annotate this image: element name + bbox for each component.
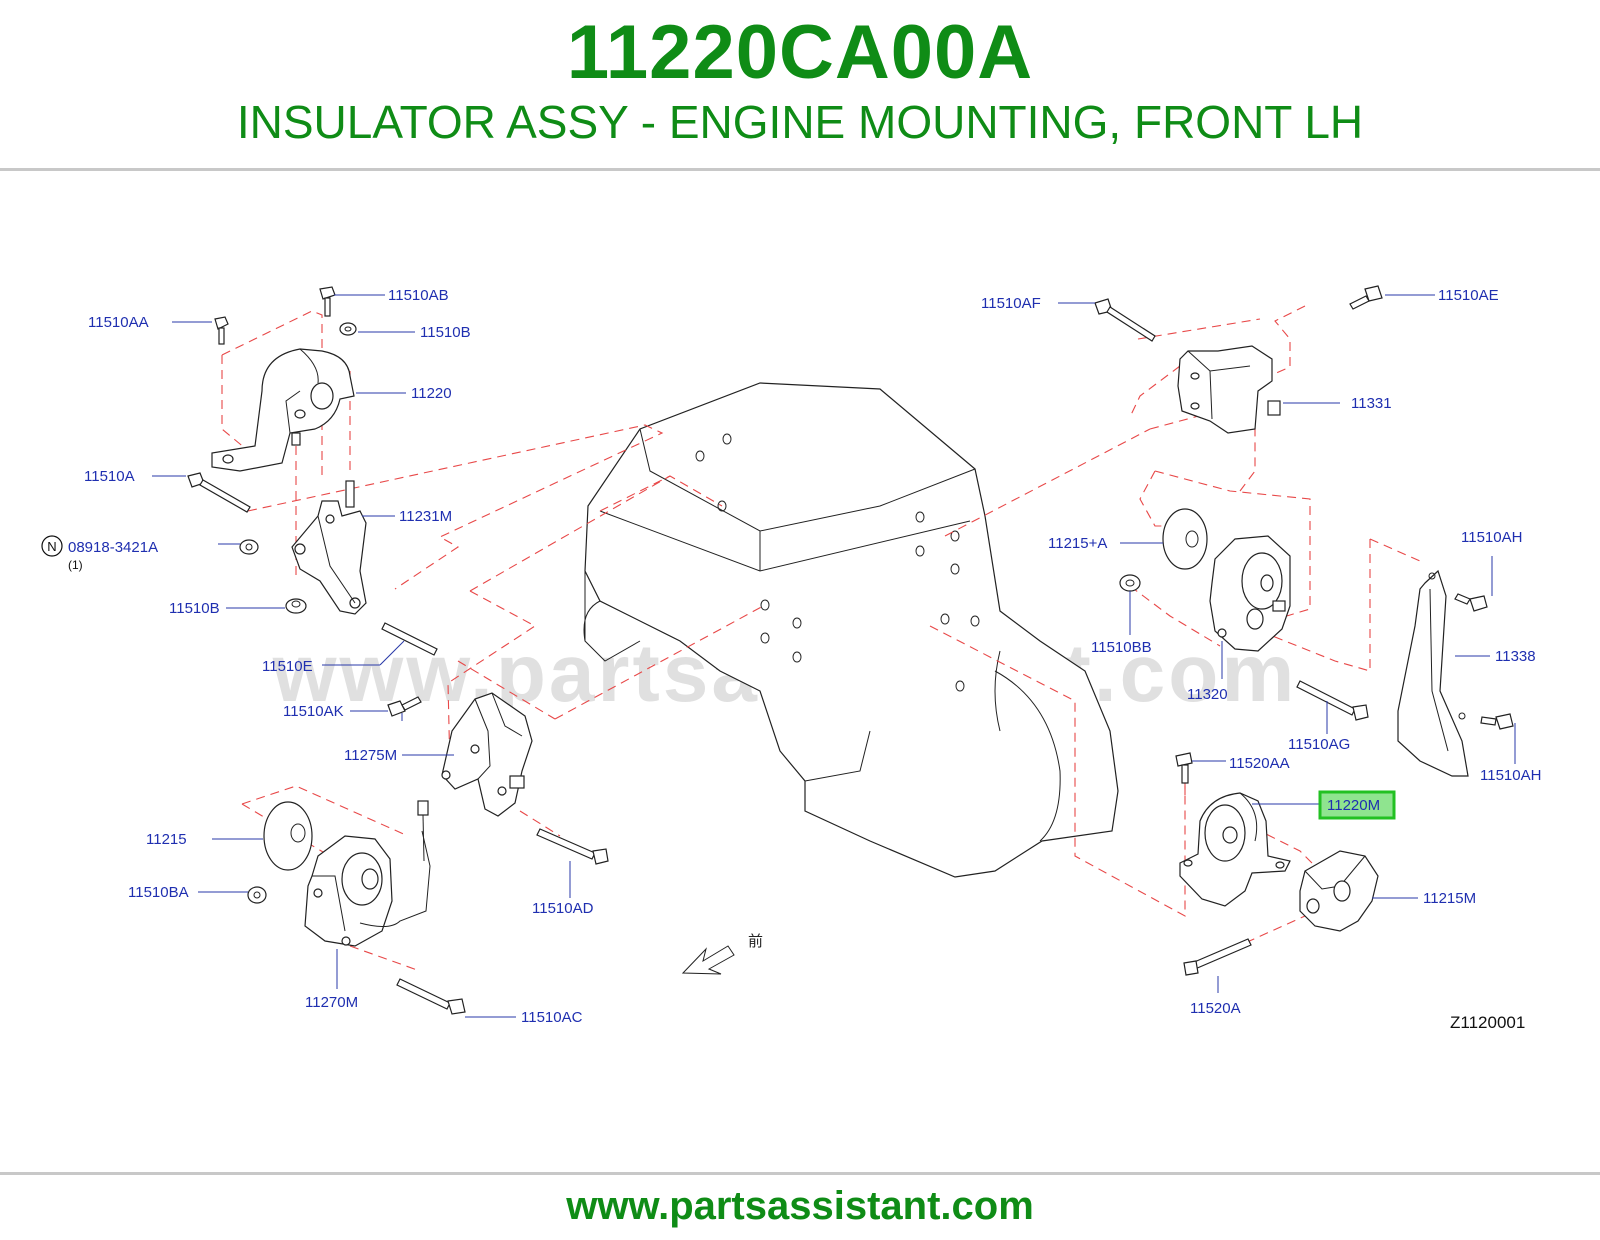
washer-11215-drawing	[263, 801, 313, 871]
front-direction-arrow: 前	[681, 933, 763, 975]
callout-11510ba[interactable]: 11510BA	[128, 884, 189, 901]
callout-labels: 11510AA 11510AB 11510B 11220 11510A 1123…	[41, 287, 1541, 1026]
bolt-11510a-drawing	[187, 472, 251, 513]
callout-leader-lines	[152, 294, 1516, 1018]
bolt-11510af-drawing	[1094, 298, 1156, 342]
bolt-11510ah-bottom-drawing	[1480, 713, 1514, 730]
bolt-11510ad-drawing	[536, 828, 609, 865]
footer-divider	[0, 1172, 1600, 1175]
callout-11220[interactable]: 11220	[411, 385, 452, 402]
callout-11331[interactable]: 11331	[1351, 395, 1392, 412]
callout-11320[interactable]: 11320	[1187, 686, 1228, 703]
parts-diagram-svg: www.partsassistant.com	[41, 285, 1541, 1032]
callout-11275m[interactable]: 11275M	[344, 747, 397, 764]
insulator-11270m-drawing	[304, 800, 431, 947]
callout-11215[interactable]: 11215	[146, 831, 187, 848]
callout-11231m[interactable]: 11231M	[399, 508, 452, 525]
callout-11338[interactable]: 11338	[1495, 648, 1536, 665]
bolt-11510ab-drawing	[319, 286, 336, 317]
highlighted-callout-box	[1318, 790, 1396, 820]
bracket-11275m-drawing	[441, 692, 533, 817]
bolt-11510ak-drawing	[387, 696, 422, 717]
washer-11215-a-drawing	[1162, 508, 1208, 570]
callout-11510ae[interactable]: 11510AE	[1438, 287, 1499, 304]
insulator-11220-drawing	[211, 348, 355, 472]
bolt-11510ac-drawing	[396, 978, 466, 1015]
bolt-11520aa-drawing	[1175, 752, 1193, 784]
bracket-11231m-drawing	[291, 480, 367, 615]
callout-11510ak[interactable]: 11510AK	[283, 703, 344, 720]
callout-11510aa[interactable]: 11510AA	[88, 314, 149, 331]
callout-11510b-top[interactable]: 11510B	[420, 324, 471, 341]
callout-11510bb[interactable]: 11510BB	[1091, 639, 1152, 656]
bolt-11510ae-drawing	[1349, 285, 1383, 310]
callout-11520a[interactable]: 11520A	[1190, 1000, 1241, 1017]
part-description: INSULATOR ASSY - ENGINE MOUNTING, FRONT …	[236, 96, 1364, 148]
cover-11338-drawing	[1397, 569, 1469, 777]
callout-11510ac[interactable]: 11510AC	[521, 1009, 583, 1026]
part-number-title: 11220CA00A	[566, 10, 1034, 95]
callout-11510e[interactable]: 11510E	[262, 658, 313, 675]
notice-circle-icon	[41, 535, 63, 557]
callout-11510ab[interactable]: 11510AB	[388, 287, 449, 304]
callout-11510ah-top[interactable]: 11510AH	[1461, 529, 1522, 546]
insulator-11320-drawing	[1209, 535, 1291, 652]
nut-11510b-top-drawing	[339, 322, 357, 336]
page-header: 11220CA00A INSULATOR ASSY - ENGINE MOUNT…	[0, 0, 1600, 168]
callout-11510a[interactable]: 11510A	[84, 468, 135, 485]
nut-08918-3421a-drawing	[239, 539, 259, 555]
engine-block-drawing	[583, 382, 1119, 878]
nut-11510bb-drawing	[1119, 574, 1141, 592]
callout-11510af[interactable]: 11510AF	[981, 295, 1041, 312]
callout-11220m-highlighted[interactable]: 11220M	[1327, 797, 1380, 814]
callout-11215-a[interactable]: 11215+A	[1048, 535, 1107, 552]
callout-11215m[interactable]: 11215M	[1423, 890, 1476, 907]
callout-11510ah-bottom[interactable]: 11510AH	[1480, 767, 1541, 784]
insulator-11220m-drawing	[1179, 792, 1291, 907]
notice-qty: (1)	[68, 558, 83, 572]
bolt-11510ah-top-drawing	[1454, 593, 1488, 612]
nut-11510b-lower-drawing	[285, 598, 307, 614]
bracket-11215m-drawing	[1299, 850, 1379, 932]
header-divider	[0, 168, 1600, 171]
footer-url[interactable]: www.partsassistant.com	[566, 1184, 1034, 1228]
bolt-11510aa-drawing	[214, 316, 229, 345]
callout-11510ad[interactable]: 11510AD	[532, 900, 594, 917]
bracket-11331-drawing	[1177, 345, 1281, 434]
bolt-11520a-drawing	[1183, 938, 1252, 976]
callout-11510b-lower[interactable]: 11510B	[169, 600, 220, 617]
callout-11270m[interactable]: 11270M	[305, 994, 358, 1011]
drawing-code: Z1120001	[1450, 1013, 1525, 1032]
bolt-11510ag-drawing	[1296, 680, 1369, 721]
callout-11520aa[interactable]: 11520AA	[1229, 755, 1290, 772]
nut-11510ba-drawing	[247, 886, 267, 904]
callout-11510ag[interactable]: 11510AG	[1288, 736, 1350, 753]
parts-diagram: www.partsassistant.com	[0, 171, 1600, 1171]
callout-08918-3421a[interactable]: 08918-3421A	[68, 539, 158, 556]
notice-symbol: N	[47, 539, 56, 554]
front-mark-label: 前	[748, 933, 763, 950]
stud-11510e-drawing	[381, 622, 438, 656]
